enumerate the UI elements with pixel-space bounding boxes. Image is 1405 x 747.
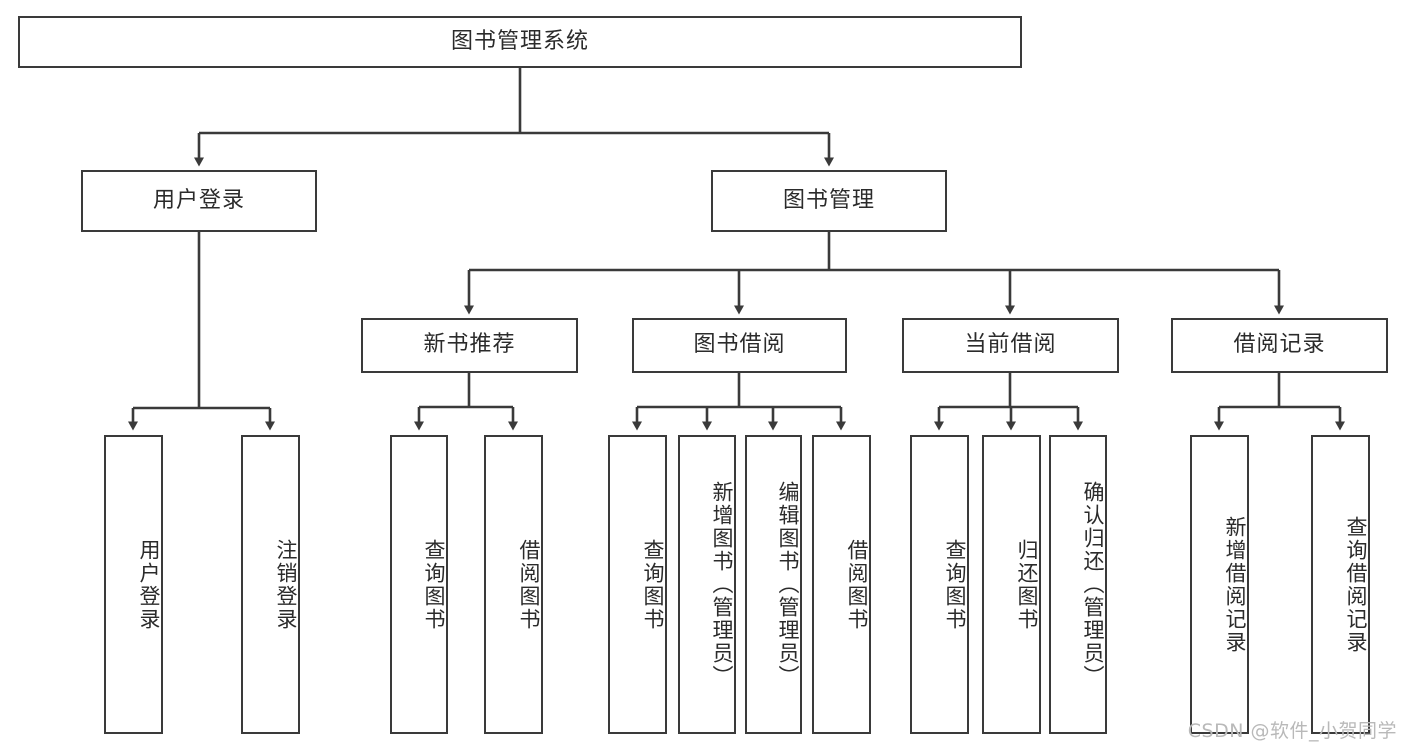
leaf-borrow-book-recommend[interactable]: 借阅图书 xyxy=(484,435,543,734)
leaf-return-book[interactable]: 归还图书 xyxy=(982,435,1041,734)
leaf-edit-book-admin-label: 编辑图书（管理员） xyxy=(776,481,800,688)
node-user-login-label: 用户登录 xyxy=(152,187,245,213)
node-borrow-record[interactable]: 借阅记录 xyxy=(1171,318,1388,373)
leaf-query-book-borrow[interactable]: 查询图书 xyxy=(608,435,667,734)
leaf-query-book-borrow-label: 查询图书 xyxy=(641,538,665,631)
leaf-query-borrow-record[interactable]: 查询借阅记录 xyxy=(1311,435,1370,734)
node-current-borrow[interactable]: 当前借阅 xyxy=(902,318,1119,373)
leaf-confirm-return-admin-label: 确认归还（管理员） xyxy=(1081,481,1105,688)
node-new-book-recommend[interactable]: 新书推荐 xyxy=(361,318,578,373)
leaf-borrow-book-recommend-label: 借阅图书 xyxy=(517,538,541,631)
leaf-return-book-label: 归还图书 xyxy=(1015,538,1039,631)
leaf-add-book-admin[interactable]: 新增图书（管理员） xyxy=(678,435,736,734)
leaf-query-book-current-label: 查询图书 xyxy=(943,538,967,631)
leaf-logout[interactable]: 注销登录 xyxy=(241,435,300,734)
leaf-user-login[interactable]: 用户登录 xyxy=(104,435,163,734)
leaf-query-book-current[interactable]: 查询图书 xyxy=(910,435,969,734)
leaf-query-borrow-record-label: 查询借阅记录 xyxy=(1344,515,1368,654)
node-borrow-record-label: 借阅记录 xyxy=(1233,332,1326,358)
node-book-borrow-label: 图书借阅 xyxy=(693,332,786,358)
leaf-user-login-label: 用户登录 xyxy=(137,538,161,631)
leaf-add-book-admin-label: 新增图书（管理员） xyxy=(710,481,734,688)
node-root-label: 图书管理系统 xyxy=(450,28,589,54)
leaf-add-borrow-record-label: 新增借阅记录 xyxy=(1223,515,1247,654)
leaf-query-book-recommend-label: 查询图书 xyxy=(422,538,446,631)
leaf-borrow-book-label: 借阅图书 xyxy=(845,538,869,631)
node-root[interactable]: 图书管理系统 xyxy=(18,16,1022,68)
node-book-borrow[interactable]: 图书借阅 xyxy=(632,318,847,373)
leaf-logout-label: 注销登录 xyxy=(274,538,298,631)
leaf-confirm-return-admin[interactable]: 确认归还（管理员） xyxy=(1049,435,1107,734)
node-current-borrow-label: 当前借阅 xyxy=(964,332,1057,358)
node-book-management-label: 图书管理 xyxy=(782,187,875,213)
leaf-query-book-recommend[interactable]: 查询图书 xyxy=(390,435,448,734)
node-user-login[interactable]: 用户登录 xyxy=(81,170,317,232)
leaf-edit-book-admin[interactable]: 编辑图书（管理员） xyxy=(745,435,802,734)
node-book-management[interactable]: 图书管理 xyxy=(711,170,947,232)
leaf-borrow-book[interactable]: 借阅图书 xyxy=(812,435,871,734)
node-new-book-recommend-label: 新书推荐 xyxy=(423,332,516,358)
leaf-add-borrow-record[interactable]: 新增借阅记录 xyxy=(1190,435,1249,734)
watermark-text: CSDN @软件_小贺同学 xyxy=(1187,720,1397,742)
